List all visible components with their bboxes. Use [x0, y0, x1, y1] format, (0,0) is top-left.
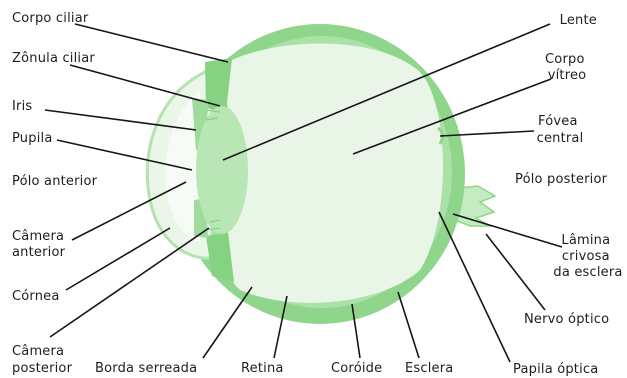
label-lente: Lente [560, 13, 597, 28]
label-camera-posterior: Câmera posterior [12, 344, 73, 376]
leader-camera-posterior [50, 228, 209, 337]
leader-esclera [398, 292, 419, 358]
labels-left: Corpo ciliar Zônula ciliar Iris Pupila P… [12, 11, 98, 376]
label-coroide: Coróide [331, 361, 382, 376]
labels-right: Lente Corpo vítreo Fóvea central Pólo po… [515, 13, 623, 327]
label-zonula-ciliar: Zônula ciliar [12, 51, 95, 66]
label-polo-anterior: Pólo anterior [12, 174, 98, 189]
leader-papila-optica [439, 212, 510, 362]
label-polo-posterior: Pólo posterior [515, 172, 608, 187]
label-esclera: Esclera [405, 361, 453, 376]
label-pupila: Pupila [12, 131, 53, 146]
lens [196, 106, 248, 234]
leader-nervo-optico [486, 234, 545, 310]
label-borda-serreada: Borda serreada [95, 361, 197, 376]
label-corpo-vitreo: Corpo vítreo [545, 52, 589, 83]
leader-borda-serreada [203, 287, 252, 358]
label-fovea-central: Fóvea central [537, 114, 584, 146]
label-nervo-optico: Nervo óptico [524, 312, 609, 327]
label-papila-optica: Papila óptica [513, 362, 598, 377]
label-camera-anterior: Câmera anterior [12, 229, 69, 260]
label-cornea: Córnea [12, 289, 60, 304]
labels-bottom: Borda serreada Retina Coróide Esclera Pa… [95, 361, 598, 377]
label-lamina-crivosa: Lâmina crivosa da esclera [553, 233, 622, 280]
leader-corpo-ciliar [75, 24, 228, 62]
leader-cornea [66, 228, 170, 290]
label-corpo-ciliar: Corpo ciliar [12, 11, 89, 26]
label-iris: Iris [12, 99, 32, 114]
leader-lamina-crivosa [453, 214, 562, 247]
label-retina: Retina [241, 361, 284, 376]
